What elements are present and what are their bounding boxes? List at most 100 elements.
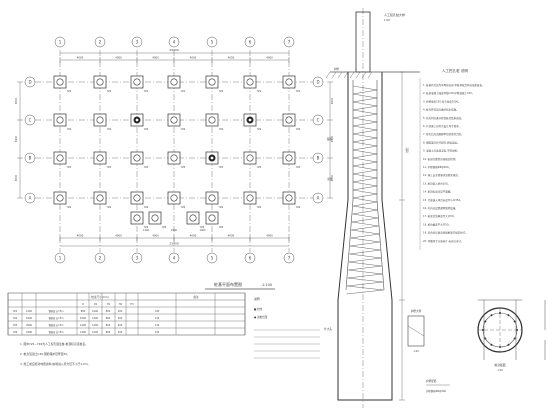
pile-cap: YZ2 bbox=[282, 113, 301, 131]
notes-line: 7. 终孔后应由勘察单位验收持力层。 bbox=[423, 132, 464, 136]
bay-dim: 4000 bbox=[115, 56, 122, 60]
pile-circle bbox=[133, 154, 141, 162]
axis-number-label: 1 bbox=[59, 40, 62, 45]
pile-tag: YZ4 bbox=[67, 206, 72, 209]
pile-cap: YZ3 bbox=[282, 151, 301, 169]
detail-1-scale: 1:20 bbox=[413, 350, 419, 353]
axis-number-label: 3 bbox=[136, 40, 139, 45]
pile-cap: YZ3 bbox=[205, 151, 224, 169]
notes-block: 人工挖孔桩 说明1. 桩基持力层为中风化岩层,单桩承载力特征值见桩表。2. 桩身… bbox=[419, 68, 484, 250]
pile-circle bbox=[189, 214, 197, 222]
notes-line: 9. 混凝土应连续浇筑,不得中断。 bbox=[423, 149, 459, 153]
pile-cap: YZ3 bbox=[93, 151, 112, 169]
table-cell-h3: 200 bbox=[118, 317, 123, 320]
ground-hatch bbox=[349, 71, 355, 79]
notes-line: 14. 桩顶标高详见平面图。 bbox=[423, 190, 453, 194]
notes-line: 10. 桩身完整性应按规范检测。 bbox=[423, 157, 458, 161]
pile-tag: YZ1 bbox=[219, 90, 224, 93]
pile-tag: YZ4 bbox=[107, 206, 112, 209]
main-bar-right bbox=[376, 80, 385, 291]
spiral-hoops bbox=[346, 85, 384, 295]
pile-tag: YZ4 bbox=[219, 226, 224, 229]
pile-tag: YZ4 bbox=[181, 206, 186, 209]
pile-cap: YZ1 bbox=[282, 75, 301, 93]
pile-tag: YZ4 bbox=[296, 206, 301, 209]
pile-tag: YZ4 bbox=[144, 226, 149, 229]
pile-tag: YZ3 bbox=[107, 166, 112, 169]
pile-circle bbox=[96, 154, 104, 162]
pile-cap: YZ3 bbox=[243, 151, 262, 169]
axis-number-label: 1 bbox=[59, 256, 62, 261]
table-cell-d: 2000 bbox=[26, 324, 33, 327]
pile-tag: YZ3 bbox=[67, 166, 72, 169]
table-cell-desc: 钢筋笼 长=5m bbox=[49, 323, 64, 327]
axis-bubble bbox=[244, 36, 256, 48]
pile-body-outline bbox=[337, 72, 393, 401]
bay-dim: 4000 bbox=[190, 234, 197, 238]
axis-bubble bbox=[54, 36, 66, 48]
legend-item: ■ 桩位 bbox=[254, 307, 263, 311]
left-note: 3. 施工前应核对地质资料,桩端进入持力层不小于1.0m。 bbox=[20, 362, 90, 366]
axis-number-label: 3 bbox=[136, 256, 139, 261]
notes-line: 15. 主筋锚入承台长度不小于35d。 bbox=[423, 198, 463, 202]
table-cell-h1: 1200 bbox=[92, 324, 99, 327]
side-dim: 3900 bbox=[14, 135, 18, 142]
axis-letter-label: C bbox=[29, 118, 32, 123]
section-scale: 1:50 bbox=[384, 18, 390, 22]
axis-bubble bbox=[206, 252, 218, 264]
axis-number-label: 4 bbox=[173, 40, 176, 45]
bay-dim: 4000 bbox=[77, 56, 84, 60]
table-cell-d1: 1000 bbox=[80, 317, 87, 320]
notes-line: 6. 扩底施工应符合设计尺寸要求。 bbox=[423, 124, 461, 128]
section-label: 护壁 bbox=[334, 67, 340, 71]
axis-bubble bbox=[312, 192, 324, 204]
pile-core bbox=[248, 118, 252, 122]
pile-circle bbox=[285, 78, 293, 86]
side-dim: 3900 bbox=[330, 135, 334, 142]
table-cell-note: C30 bbox=[155, 310, 160, 313]
axis-bubble bbox=[94, 36, 106, 48]
table-cell-d: 2200 bbox=[26, 331, 33, 334]
center-dim: 1400 bbox=[199, 229, 206, 232]
bottom-dim-total: 23900 bbox=[169, 242, 179, 246]
notes-line: 16. 孔内应设置通风照明设施。 bbox=[423, 206, 458, 210]
pile-core bbox=[210, 156, 214, 160]
pile-tag: YZ2 bbox=[181, 128, 186, 131]
axis-number-label: 6 bbox=[249, 40, 252, 45]
pile-circle bbox=[56, 116, 64, 124]
axis-number-label: 2 bbox=[99, 256, 102, 261]
pile-circle bbox=[96, 78, 104, 86]
table-cell-desc: 钢筋笼 长=5m bbox=[49, 309, 64, 313]
section-label: 桩长 bbox=[405, 147, 409, 153]
pile-circle bbox=[56, 194, 64, 202]
pile-circle bbox=[208, 214, 216, 222]
ground-hatch bbox=[367, 71, 373, 79]
bay-dim: 4000 bbox=[115, 234, 122, 238]
bay-dim: 4000 bbox=[77, 234, 84, 238]
axis-bubble bbox=[24, 152, 36, 164]
pile-cap: YZ2 bbox=[130, 113, 149, 131]
axis-number-label: 6 bbox=[249, 256, 252, 261]
table-cell-h3: 200 bbox=[118, 331, 123, 334]
axis-number-label: 5 bbox=[211, 256, 214, 261]
pile-cap: YZ4 bbox=[53, 191, 72, 209]
notes-line: 8. 钢筋笼应分节制作,焊接连接。 bbox=[423, 140, 459, 144]
left-note: 2. 桩身混凝土C30,钢筋保护层厚度50。 bbox=[20, 352, 70, 356]
rebar-dot bbox=[513, 320, 516, 323]
notes-line: 4. 桩孔开挖前应做好排水措施。 bbox=[423, 108, 459, 112]
notes-title: 人工挖孔桩 说明 bbox=[442, 68, 469, 73]
pile-cap: YZ3 bbox=[53, 151, 72, 169]
pile-cap: YZ1 bbox=[53, 75, 72, 93]
pile-circle bbox=[56, 78, 64, 86]
notes-line: 2. 桩身混凝土强度等级C30,护壁混凝土C25。 bbox=[423, 91, 474, 95]
pile-cap: YZ1 bbox=[130, 75, 149, 93]
pile-circle bbox=[151, 214, 159, 222]
axis-bubble bbox=[168, 36, 180, 48]
table-cell-id: YZ3 bbox=[13, 324, 18, 327]
pile-cap: YZ1 bbox=[205, 75, 224, 93]
pile-cap: YZ2 bbox=[93, 113, 112, 131]
table-cell-h2: 800 bbox=[106, 310, 111, 313]
table-col-header: D bbox=[82, 303, 84, 306]
table-cell-d1: 800 bbox=[81, 310, 86, 313]
